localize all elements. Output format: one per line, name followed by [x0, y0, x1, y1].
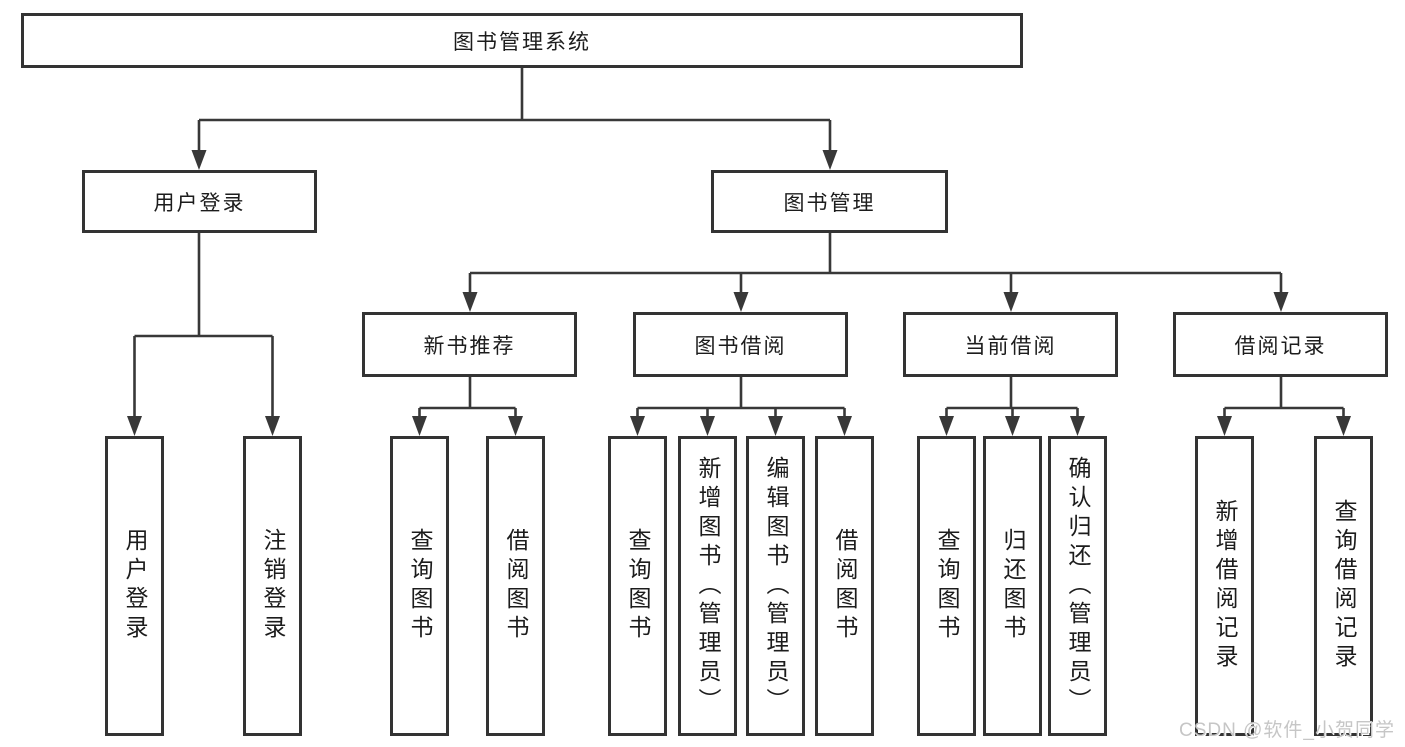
node-root-label: 图书管理系统 — [453, 30, 591, 54]
node-user-login-label: 用户登录 — [153, 191, 246, 215]
leaf-recommend-query-books-label: 查询图书 — [407, 528, 433, 644]
node-root: 图书管理系统 — [21, 13, 1023, 68]
leaf-user-login-label: 用户登录 — [122, 528, 148, 644]
node-user-login: 用户登录 — [82, 170, 317, 233]
node-book-management-label: 图书管理 — [783, 191, 876, 215]
leaf-records-query-record-label: 查询借阅记录 — [1331, 499, 1357, 673]
leaf-borrow-edit-books-admin: 编辑图书（管理员） — [746, 436, 805, 736]
node-current-borrow-label: 当前借阅 — [964, 334, 1057, 358]
leaf-current-query-books-label: 查询图书 — [934, 528, 960, 644]
leaf-recommend-query-books: 查询图书 — [390, 436, 449, 736]
node-book-borrow: 图书借阅 — [633, 312, 848, 377]
leaf-logout-label: 注销登录 — [260, 528, 286, 644]
leaf-records-add-record: 新增借阅记录 — [1195, 436, 1254, 736]
leaf-current-confirm-return-admin-label: 确认归还（管理员） — [1065, 455, 1091, 717]
leaf-borrow-borrow-books: 借阅图书 — [815, 436, 874, 736]
node-current-borrow: 当前借阅 — [903, 312, 1118, 377]
node-new-book-recommend: 新书推荐 — [362, 312, 577, 377]
csdn-watermark: CSDN @软件_小贺同学 — [1179, 720, 1395, 741]
leaf-borrow-add-books-admin: 新增图书（管理员） — [678, 436, 737, 736]
node-book-borrow-label: 图书借阅 — [694, 334, 787, 358]
leaf-logout: 注销登录 — [243, 436, 302, 736]
node-borrow-records: 借阅记录 — [1173, 312, 1388, 377]
leaf-current-return-books-label: 归还图书 — [1000, 528, 1026, 644]
leaf-borrow-query-books-label: 查询图书 — [625, 528, 651, 644]
leaf-borrow-query-books: 查询图书 — [608, 436, 667, 736]
leaf-borrow-edit-books-admin-label: 编辑图书（管理员） — [763, 455, 789, 717]
leaf-user-login: 用户登录 — [105, 436, 164, 736]
node-new-book-recommend-label: 新书推荐 — [423, 334, 516, 358]
leaf-recommend-borrow-books-label: 借阅图书 — [503, 528, 529, 644]
leaf-current-query-books: 查询图书 — [917, 436, 976, 736]
node-borrow-records-label: 借阅记录 — [1234, 334, 1327, 358]
leaf-records-query-record: 查询借阅记录 — [1314, 436, 1373, 736]
leaf-recommend-borrow-books: 借阅图书 — [486, 436, 545, 736]
leaf-records-add-record-label: 新增借阅记录 — [1212, 499, 1238, 673]
node-book-management: 图书管理 — [711, 170, 948, 233]
leaf-borrow-add-books-admin-label: 新增图书（管理员） — [695, 455, 721, 717]
leaf-current-return-books: 归还图书 — [983, 436, 1042, 736]
leaf-current-confirm-return-admin: 确认归还（管理员） — [1048, 436, 1107, 736]
leaf-borrow-borrow-books-label: 借阅图书 — [832, 528, 858, 644]
